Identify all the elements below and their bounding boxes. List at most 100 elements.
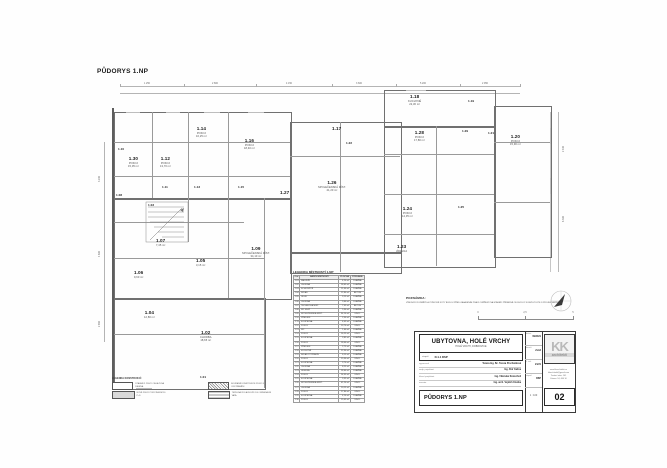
person-row: zodp. projektant Ing. Petr Kalina bbox=[419, 368, 521, 374]
studio-contact: www.kkarchitekti.cz kkarchitekti@gmail.c… bbox=[544, 364, 573, 386]
table-cell: DLAŽBA bbox=[349, 385, 366, 391]
meta-value: DSP bbox=[536, 376, 541, 380]
material-legend-label: BOURANÉ KONSTRUKCE ZDIVO K ODSTRANĚNÍ bbox=[231, 382, 265, 388]
table-cell: 34,10 m² bbox=[338, 311, 351, 317]
material-legend-item: TEPELNÁ IZOLACE EPS 100 / MINERÁLNÍ VATA bbox=[207, 391, 272, 399]
table-cell: DLAŽBA bbox=[349, 299, 366, 305]
table-cell: 1.07 bbox=[292, 303, 301, 309]
staircase bbox=[144, 200, 190, 244]
dimension-line-left-outer bbox=[104, 142, 105, 342]
table-cell: 1.14 bbox=[292, 332, 301, 338]
table-cell: 18,40 m² bbox=[338, 340, 351, 346]
table-cell: 1.13 bbox=[292, 328, 301, 334]
dimension-tick bbox=[184, 84, 185, 87]
table-cell: VINYL bbox=[349, 389, 366, 395]
table-cell: VINYL bbox=[349, 356, 366, 362]
table-cell: DLAŽBA bbox=[349, 369, 366, 375]
table-cell: 15,05 m² bbox=[338, 397, 351, 403]
hatch-swatch-new-icon bbox=[112, 391, 135, 399]
material-legend-item: STÁVAJÍCÍ ZDIVO CIHLA PLNÁ PÁLENÁ bbox=[112, 381, 168, 390]
drawing-name: PŮDORYS 1.NP bbox=[424, 395, 467, 401]
table-cell: VINYL bbox=[349, 381, 366, 387]
scale-bar-tick bbox=[525, 316, 526, 320]
dimension-tick bbox=[396, 84, 397, 87]
room-label-1-03: 1.03 bbox=[148, 203, 155, 207]
title-block-meta: datum 09/2021 formát 2xA4 č. zak. 21/21 … bbox=[525, 332, 543, 412]
table-cell: 10,15 m² bbox=[338, 385, 351, 391]
dimension-tick bbox=[120, 84, 121, 87]
room-legend-grid: č.m. NÁZEV MÍSTNOSTI PLOCHA PODLAHA 1.01… bbox=[292, 274, 366, 403]
title-block-right: KK architekti www.kkarchitekti.cz kkarch… bbox=[542, 332, 575, 412]
stage-box: stupeň D.1.1 DSP bbox=[419, 352, 523, 361]
page-title: PŮDORYS 1.NP bbox=[97, 68, 149, 75]
room-label-1-27: 1.27 bbox=[280, 190, 290, 195]
room-label-1-17: 1.17 bbox=[332, 126, 342, 131]
table-cell: DLAŽBA bbox=[349, 287, 366, 293]
note-block: POZNÁMKA: VŠECHNY ROZMĚRY A VÝŠKOVÉ KÓTY… bbox=[406, 296, 574, 305]
meta-row: formát 2xA4 bbox=[525, 346, 542, 360]
room-legend-title: LEGENDA MÍSTNOSTÍ 1.NP bbox=[293, 270, 334, 274]
person-row: investor Ing. arch. Vojtěch Knotka bbox=[419, 381, 521, 387]
logo-mark: KK bbox=[551, 339, 569, 354]
person-value: Ing. Petr Kalina bbox=[504, 369, 521, 372]
person-label: hlavní projektant bbox=[419, 375, 435, 378]
dimension-text: 4 150 bbox=[286, 82, 292, 85]
contact-line: kkarchitekti@gmail.com bbox=[547, 372, 570, 374]
table-cell: 1.30 bbox=[292, 397, 301, 403]
responsible-persons: vypracoval Tereza Ing. Bc. Tereza Prochá… bbox=[419, 361, 521, 387]
room-label-1-15: 1.15 bbox=[238, 185, 245, 189]
title-block-main: UBYTOVNA, HOLÉ VRCHY HOLÉ VRCHY, DOBROVI… bbox=[415, 332, 537, 412]
interior-wall bbox=[436, 126, 437, 266]
dimension-text: 4 800 bbox=[98, 251, 101, 257]
north-arrow-icon bbox=[548, 288, 574, 314]
table-cell: 1.29 bbox=[292, 393, 301, 399]
table-cell: 7,45 m² bbox=[338, 303, 351, 309]
dimension-text: 5 200 bbox=[420, 82, 426, 85]
dimension-line-right-outer bbox=[558, 112, 559, 272]
interior-wall bbox=[264, 198, 265, 388]
hatch-swatch-existing-icon bbox=[112, 381, 134, 390]
contact-line: www.kkarchitekti.cz bbox=[549, 369, 568, 371]
interior-wall bbox=[188, 112, 189, 242]
table-cell: 1.19 bbox=[292, 352, 301, 358]
table-cell: 1.02 bbox=[292, 283, 301, 289]
table-cell: 1.17 bbox=[292, 344, 301, 350]
building-block-center-south bbox=[290, 252, 402, 274]
drawing-name-box: PŮDORYS 1.NP bbox=[419, 390, 523, 406]
studio-logo: KK architekti bbox=[544, 334, 575, 364]
window-opening bbox=[126, 112, 140, 113]
stage-label: stupeň bbox=[422, 355, 429, 358]
person-value: Ing. Vítězslav Kratochvíl bbox=[494, 375, 521, 378]
table-cell: 1.18 bbox=[292, 348, 301, 354]
contact-line: Liberec 14, 460 10 bbox=[550, 378, 567, 380]
person-label: zodp. projektant bbox=[419, 369, 434, 372]
window-opening bbox=[406, 90, 426, 91]
table-cell: 1.24 bbox=[292, 373, 301, 379]
table-cell: 4,10 m² bbox=[338, 393, 351, 399]
meta-value: 2xA4 bbox=[535, 348, 541, 352]
person-value: Ing. arch. Vojtěch Knotka bbox=[493, 382, 521, 385]
interior-wall bbox=[384, 234, 494, 235]
contact-line: Tovární nám. 101 bbox=[550, 375, 567, 377]
building-block-east bbox=[384, 126, 496, 268]
interior-wall bbox=[114, 176, 290, 177]
material-legend-item: NOVÉ ZDIVO POROTHERM 30 P+D bbox=[112, 391, 168, 399]
drawing-number-box: 02 bbox=[544, 388, 575, 406]
table-cell: VINYL bbox=[349, 340, 366, 346]
interior-wall bbox=[114, 222, 244, 223]
table-cell: 1.28 bbox=[292, 389, 301, 395]
meta-row: č. zak. 21/21 bbox=[525, 360, 542, 374]
